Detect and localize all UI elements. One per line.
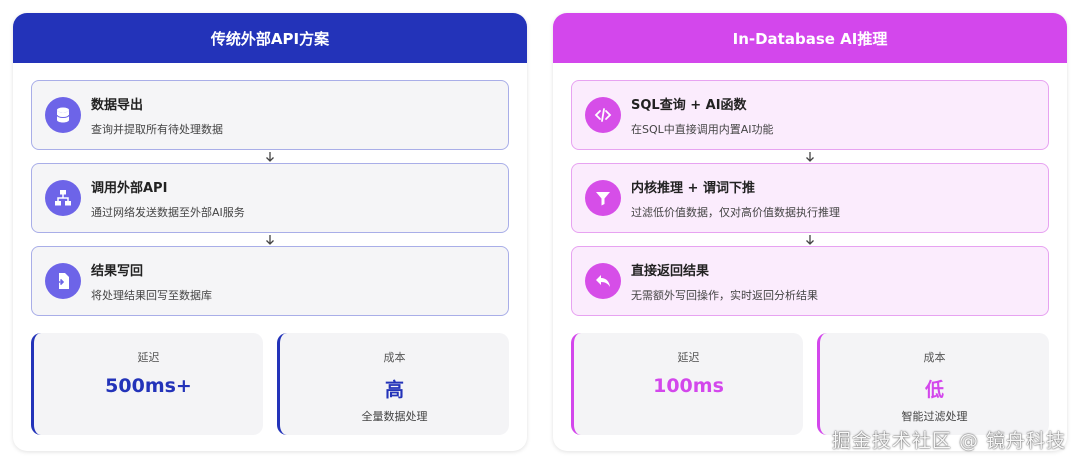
metrics-row: 延迟 500ms+ 成本 高 全量数据处理	[31, 333, 509, 435]
cost-metric: 成本 高 全量数据处理	[277, 333, 509, 435]
step-card: SQL查询 + AI函数 在SQL中直接调用内置AI功能	[571, 80, 1049, 150]
step-description: 将处理结果回写至数据库	[91, 288, 212, 302]
step-description: 过滤低价值数据，仅对高价值数据执行推理	[631, 205, 840, 219]
metrics-row: 延迟 100ms 成本 低 智能过滤处理	[571, 333, 1049, 435]
panel-title: In-Database AI推理	[553, 13, 1067, 63]
step-description: 通过网络发送数据至外部AI服务	[91, 205, 245, 219]
arrow-down-icon	[571, 233, 1049, 246]
panel-title: 传统外部API方案	[13, 13, 527, 63]
step-description: 查询并提取所有待处理数据	[91, 122, 223, 136]
metric-value: 100ms	[653, 375, 724, 397]
step-card: 结果写回 将处理结果回写至数据库	[31, 246, 509, 316]
in-database-ai-panel: In-Database AI推理 SQL查询 + AI函数 在SQL中直接调用内…	[553, 13, 1067, 451]
step-card: 直接返回结果 无需额外写回操作，实时返回分析结果	[571, 246, 1049, 316]
metric-label: 成本	[923, 351, 946, 364]
step-description: 在SQL中直接调用内置AI功能	[631, 122, 774, 136]
step-description: 无需额外写回操作，实时返回分析结果	[631, 288, 818, 302]
step-title: SQL查询 + AI函数	[631, 97, 747, 113]
arrow-down-icon	[31, 233, 509, 246]
metric-label: 延迟	[677, 351, 700, 364]
step-title: 直接返回结果	[631, 263, 710, 279]
traditional-api-panel: 传统外部API方案 数据导出 查询并提取所有待处理数据 调用外部API 通过网络…	[13, 13, 527, 451]
step-card: 数据导出 查询并提取所有待处理数据	[31, 80, 509, 150]
arrow-down-icon	[571, 150, 1049, 163]
watermark: 掘金技术社区 @ 镜舟科技	[831, 430, 1066, 452]
latency-metric: 延迟 500ms+	[31, 333, 263, 435]
database-icon	[45, 97, 81, 133]
filter-icon	[585, 180, 621, 216]
metric-value: 高	[384, 379, 404, 401]
metric-subtext: 全量数据处理	[361, 410, 428, 423]
metric-label: 成本	[383, 351, 406, 364]
step-title: 数据导出	[91, 97, 144, 113]
arrow-down-icon	[31, 150, 509, 163]
metric-label: 延迟	[137, 351, 160, 364]
file-import-icon	[45, 263, 81, 299]
reply-icon	[585, 263, 621, 299]
metric-value: 500ms+	[105, 375, 192, 397]
metric-subtext: 智能过滤处理	[901, 410, 968, 423]
step-title: 结果写回	[91, 263, 144, 279]
code-icon	[585, 97, 621, 133]
latency-metric: 延迟 100ms	[571, 333, 803, 435]
step-list: SQL查询 + AI函数 在SQL中直接调用内置AI功能 内核推理 + 谓词下推…	[571, 80, 1049, 316]
step-title: 调用外部API	[91, 180, 168, 196]
step-card: 调用外部API 通过网络发送数据至外部AI服务	[31, 163, 509, 233]
network-icon	[45, 180, 81, 216]
cost-metric: 成本 低 智能过滤处理	[817, 333, 1049, 435]
step-list: 数据导出 查询并提取所有待处理数据 调用外部API 通过网络发送数据至外部AI服…	[31, 80, 509, 316]
step-title: 内核推理 + 谓词下推	[631, 180, 755, 196]
metric-value: 低	[924, 379, 944, 401]
step-card: 内核推理 + 谓词下推 过滤低价值数据，仅对高价值数据执行推理	[571, 163, 1049, 233]
